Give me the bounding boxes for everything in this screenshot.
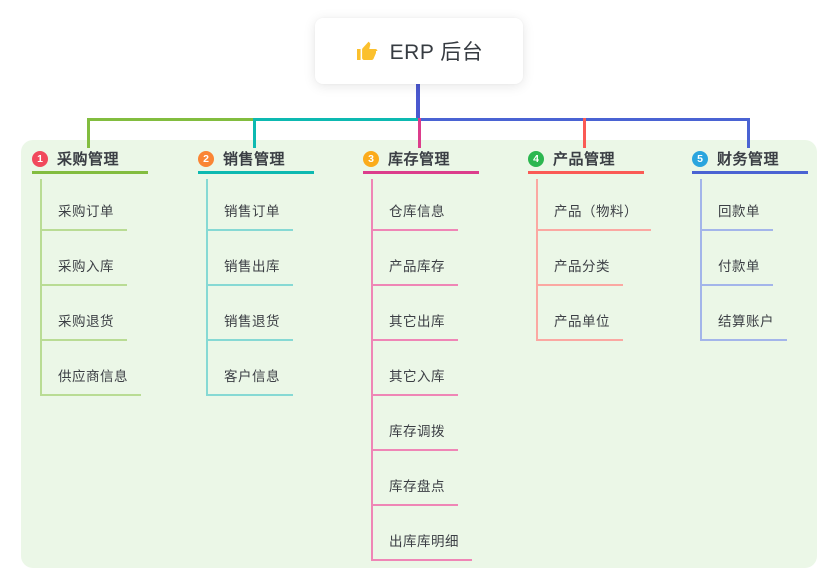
- branch-header-1[interactable]: 1 采购管理: [32, 146, 148, 174]
- connector-trunk-1: [40, 179, 42, 396]
- connector-trunk-4: [536, 179, 538, 341]
- connector-drop-4: [582, 118, 586, 148]
- mindmap-node[interactable]: 采购退货: [40, 312, 127, 341]
- root-node[interactable]: ERP 后台: [315, 18, 523, 84]
- mindmap-node[interactable]: 采购订单: [40, 202, 127, 231]
- mindmap-node[interactable]: 其它出库: [371, 312, 458, 341]
- mindmap-node[interactable]: 回款单: [700, 202, 773, 231]
- mindmap-node[interactable]: 客户信息: [206, 367, 293, 396]
- branch-label: 采购管理: [57, 151, 120, 168]
- connector-trunk-2: [206, 179, 208, 396]
- branch-label: 产品管理: [553, 151, 616, 168]
- connector-bus-left: [86, 118, 254, 121]
- mindmap-node[interactable]: 销售订单: [206, 202, 293, 231]
- branch-badge: 5: [692, 150, 708, 167]
- branch-label: 财务管理: [717, 151, 780, 168]
- branch-header-5[interactable]: 5 财务管理: [692, 146, 808, 174]
- mindmap-node[interactable]: 仓库信息: [371, 202, 458, 231]
- connector-bus-mid: [254, 118, 419, 121]
- thumbs-up-icon: [356, 41, 378, 60]
- mindmap-node[interactable]: 销售出库: [206, 257, 293, 286]
- connector-trunk-5: [700, 179, 702, 341]
- mindmap-node[interactable]: 采购入库: [40, 257, 127, 286]
- mindmap-node[interactable]: 结算账户: [700, 312, 787, 341]
- branch-header-4[interactable]: 4 产品管理: [528, 146, 644, 174]
- root-title: ERP 后台: [389, 41, 484, 64]
- mindmap-node[interactable]: 付款单: [700, 257, 773, 286]
- connector-drop-5: [746, 118, 750, 148]
- mindmap-node[interactable]: 库存盘点: [371, 477, 458, 506]
- connector-drop-1: [86, 118, 90, 148]
- connector-drop-2: [252, 118, 256, 148]
- mindmap-node[interactable]: 产品单位: [536, 312, 623, 341]
- mindmap-node[interactable]: 产品（物料）: [536, 202, 651, 231]
- branch-header-3[interactable]: 3 库存管理: [363, 146, 479, 174]
- mindmap-node[interactable]: 其它入库: [371, 367, 458, 396]
- mindmap-node[interactable]: 库存调拨: [371, 422, 458, 451]
- mindmap-node[interactable]: 出库库明细: [371, 532, 472, 561]
- connector-trunk-3: [371, 179, 373, 561]
- canvas-panel: [21, 140, 817, 568]
- branch-badge: 1: [32, 150, 48, 167]
- mindmap-node[interactable]: 销售退货: [206, 312, 293, 341]
- branch-label: 销售管理: [223, 151, 286, 168]
- connector-root-line: [416, 83, 420, 121]
- connector-drop-3: [417, 118, 421, 148]
- mindmap-node[interactable]: 供应商信息: [40, 367, 141, 396]
- branch-label: 库存管理: [388, 151, 451, 168]
- branch-badge: 2: [198, 150, 214, 167]
- mindmap-node[interactable]: 产品分类: [536, 257, 623, 286]
- branch-badge: 4: [528, 150, 544, 167]
- mindmap-node[interactable]: 产品库存: [371, 257, 458, 286]
- branch-badge: 3: [363, 150, 379, 167]
- branch-header-2[interactable]: 2 销售管理: [198, 146, 314, 174]
